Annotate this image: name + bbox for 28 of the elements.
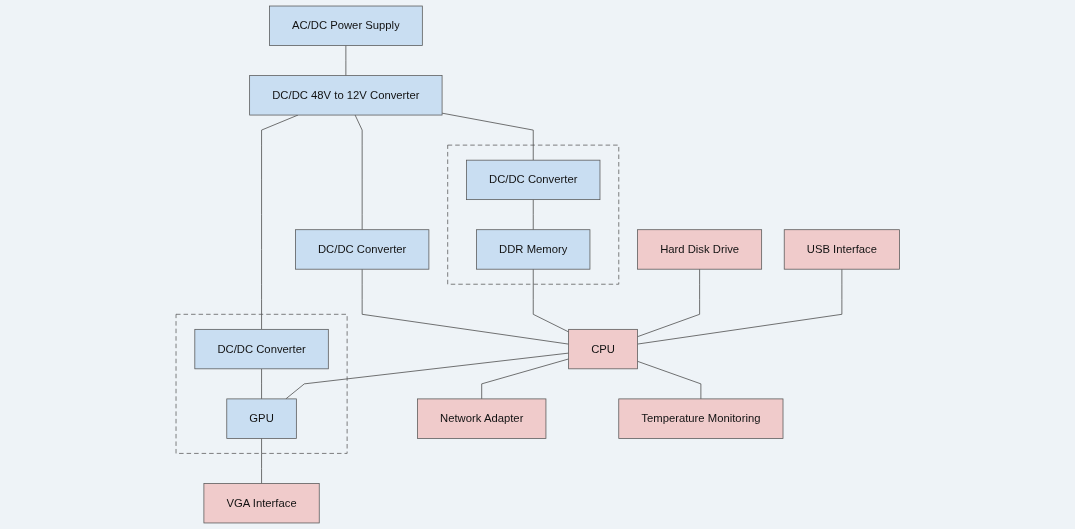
node-box: DC/DC Converter (194, 328, 329, 370)
node-box: DC/DC Converter (465, 159, 601, 200)
node-box: DC/DC Converter (294, 229, 429, 270)
node-box: Temperature Monitoring (618, 398, 784, 439)
node-box: DC/DC 48V to 12V Converter (248, 75, 443, 116)
connector (260, 368, 262, 400)
node-box: VGA Interface (203, 483, 320, 524)
connector (481, 358, 569, 400)
connector (361, 268, 569, 345)
connector (345, 45, 346, 76)
connector (636, 268, 700, 338)
node-box: Network Adapter (416, 398, 547, 439)
node-box: USB Interface (783, 229, 900, 270)
node-box: CPU (567, 328, 638, 370)
node-box: GPU (226, 398, 297, 439)
connector (441, 112, 534, 161)
connector (532, 199, 534, 231)
connector (636, 268, 842, 345)
connector (354, 114, 363, 231)
connector (285, 352, 569, 400)
connector (636, 360, 701, 400)
node-box: AC/DC Power Supply (268, 5, 423, 46)
connector (260, 438, 262, 484)
node-box: DDR Memory (475, 229, 591, 270)
cluster (175, 313, 348, 454)
node-box: Hard Disk Drive (636, 229, 762, 270)
cluster (447, 144, 619, 285)
connector (532, 268, 569, 333)
